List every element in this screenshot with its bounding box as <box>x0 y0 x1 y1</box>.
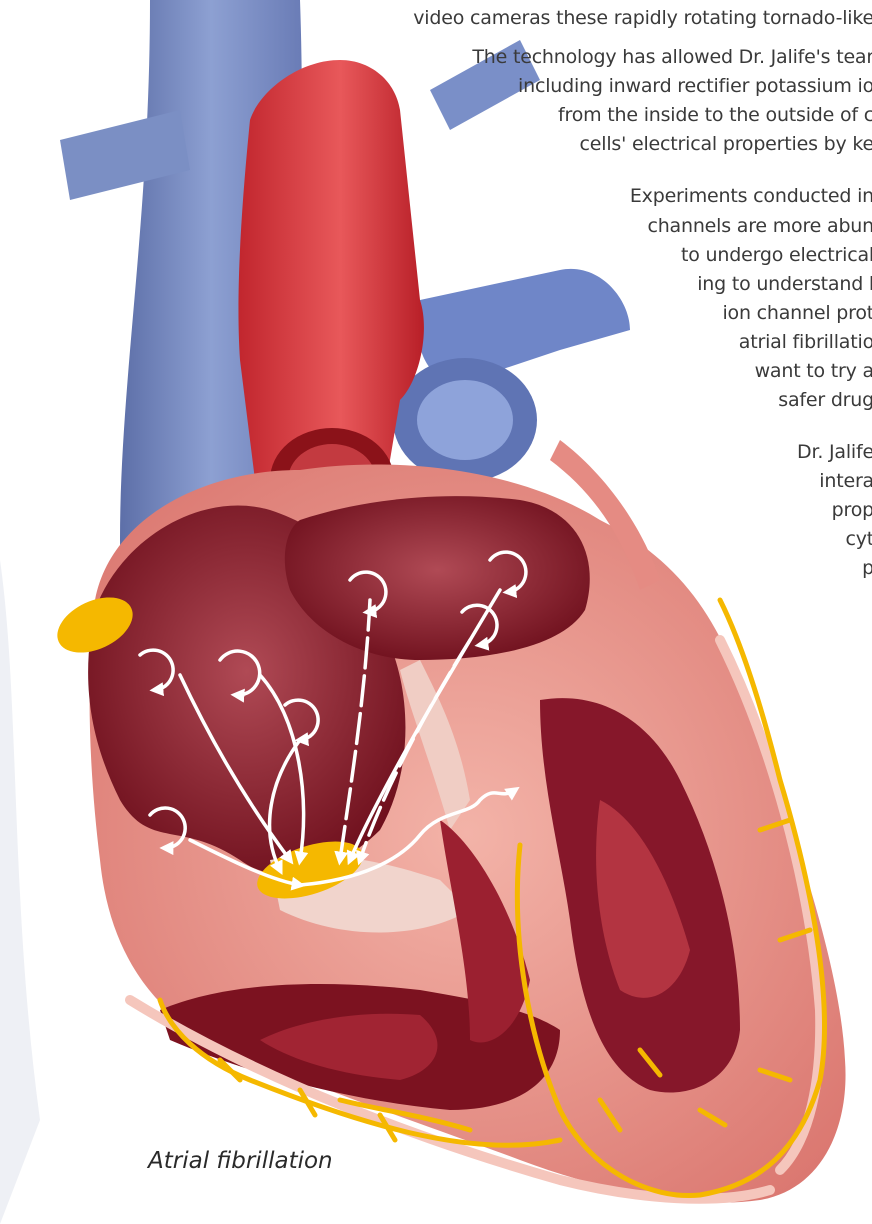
article-line: ion channel prot <box>722 301 872 325</box>
article-line: The technology has allowed Dr. Jalife's … <box>472 45 872 69</box>
article-line: intera <box>819 469 872 493</box>
article-line: safer drug <box>778 388 872 412</box>
article-line: want to try a <box>755 359 872 383</box>
article-line: cells' electrical properties by ke <box>580 132 872 156</box>
article-line: Experiments conducted in <box>630 184 872 208</box>
article-line: including inward rectifier potassium io <box>518 74 872 98</box>
article-line: to undergo electrical <box>681 243 872 267</box>
article-line: p <box>862 556 872 580</box>
figure-caption: Atrial fibrillation <box>148 1148 333 1174</box>
left-shadow <box>0 560 40 1224</box>
article-line: prop <box>832 498 872 522</box>
article-line: cyt <box>845 527 872 551</box>
article-line: Dr. Jalife <box>797 440 872 464</box>
article-line: from the inside to the outside of c <box>558 103 872 127</box>
article-line: channels are more abun <box>647 214 872 238</box>
article-line: ing to understand l <box>697 272 872 296</box>
article-line: video cameras these rapidly rotating tor… <box>413 6 872 30</box>
article-line: atrial fibrillatio <box>739 330 872 354</box>
